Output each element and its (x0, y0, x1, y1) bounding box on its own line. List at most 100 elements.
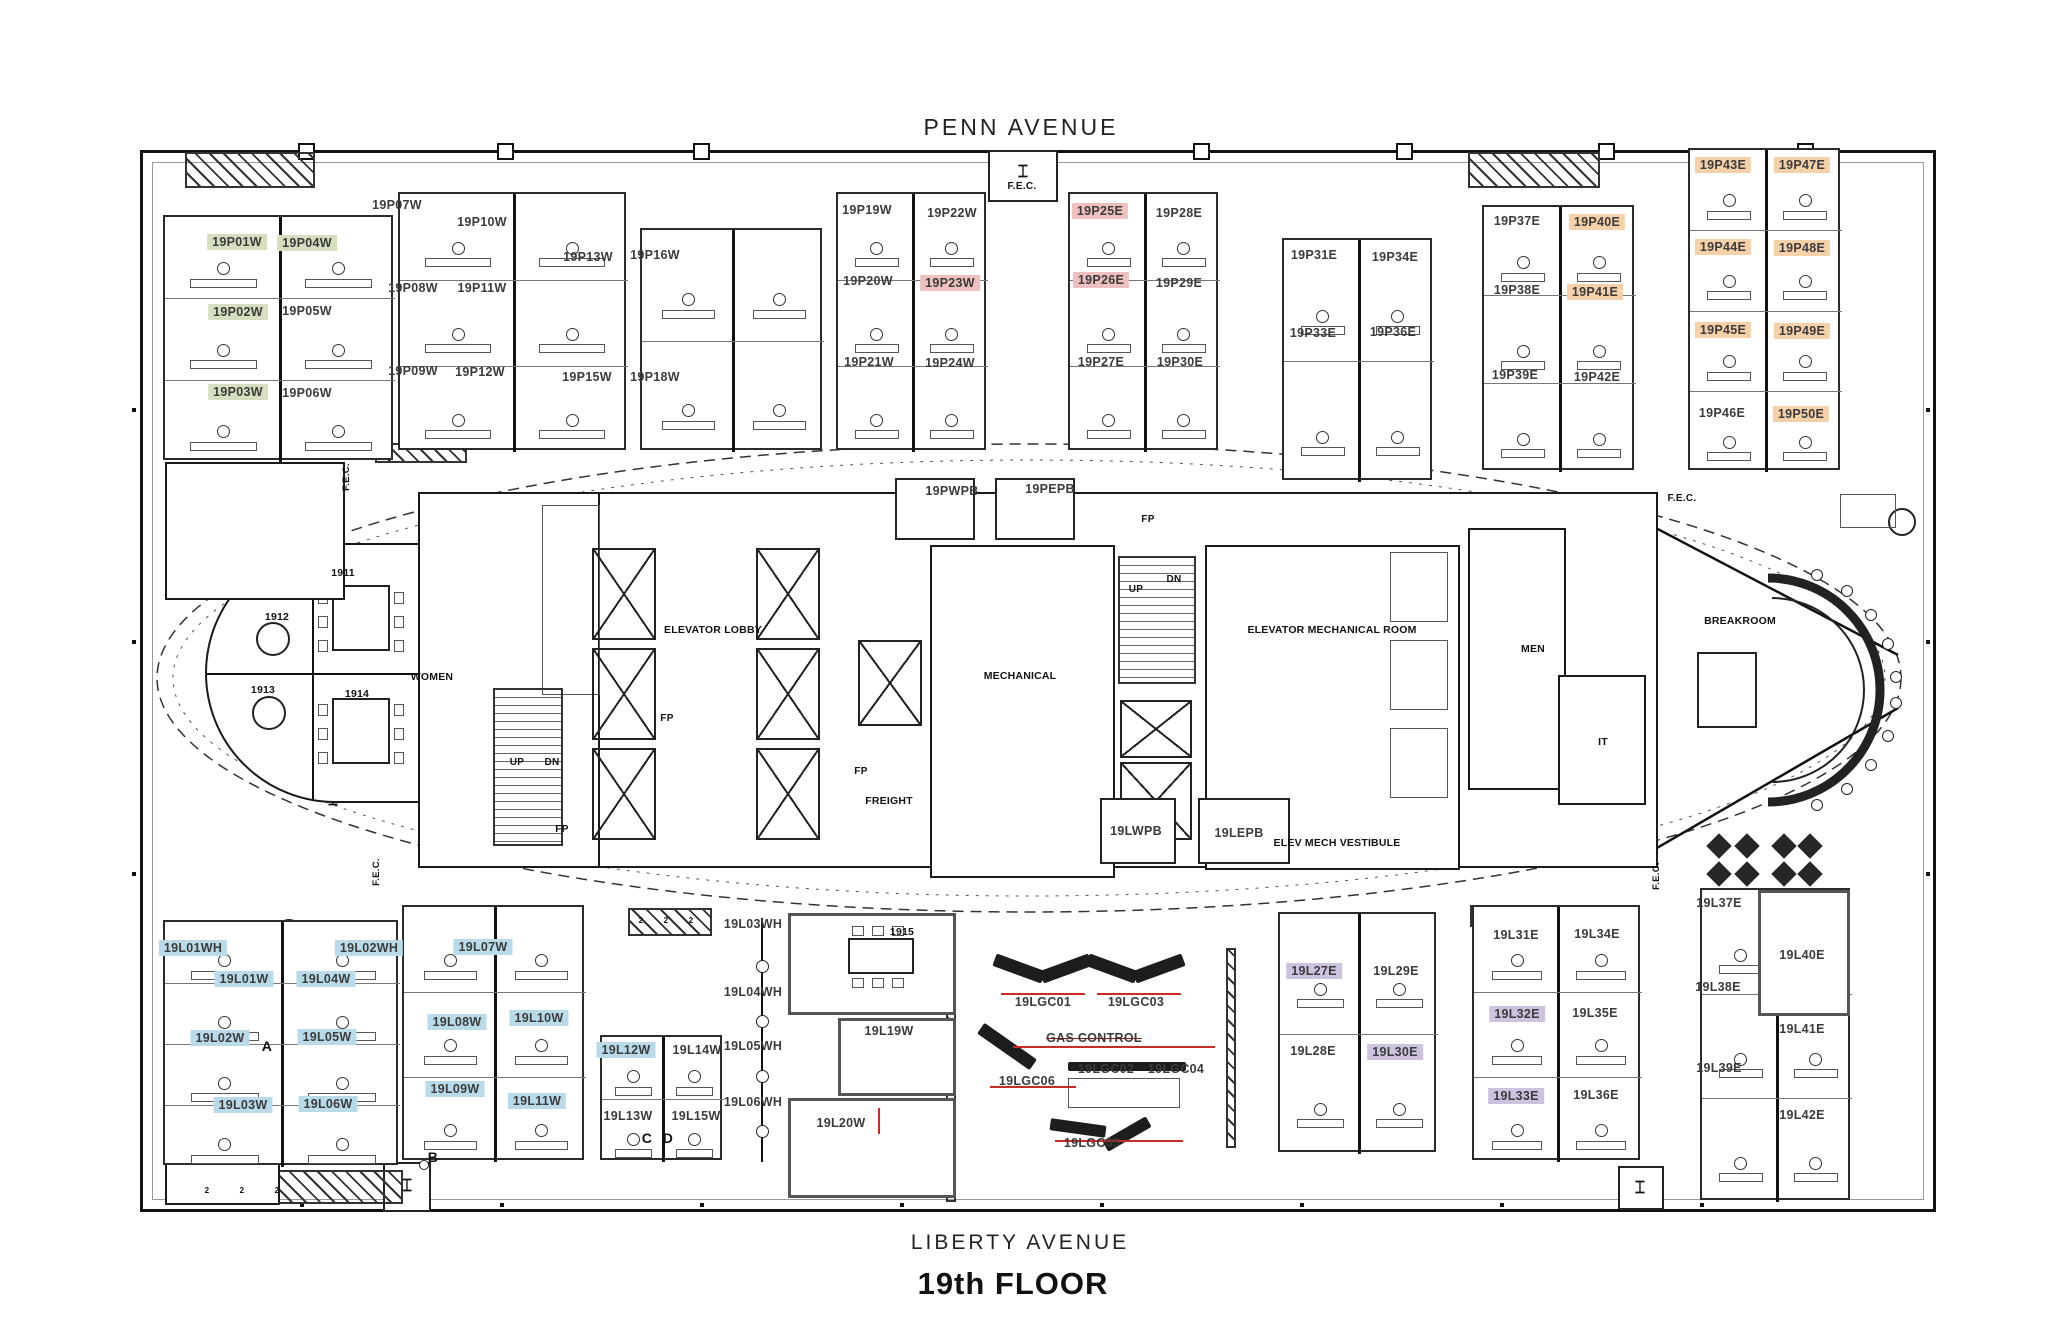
column-tab-side-5 (1926, 872, 1930, 876)
desk-icon (1161, 258, 1206, 268)
cubicle-label: 19L03WH (723, 917, 783, 931)
section-marker-a: A (261, 1038, 273, 1054)
cubicle-label: 19P03W (208, 384, 268, 400)
chair-icon (945, 241, 958, 255)
cluster-row-divider (400, 279, 628, 281)
cluster-row-divider (1284, 360, 1434, 362)
chair-icon (773, 404, 786, 418)
chair-icon (870, 327, 883, 341)
chair-icon (1510, 1124, 1524, 1138)
cubicle-label: 19P34E (1371, 250, 1419, 264)
desk-icon (190, 360, 257, 370)
table-1912 (256, 622, 290, 656)
conf-chair-9 (394, 704, 404, 716)
phone-booth-19lepb (1198, 798, 1290, 864)
cluster-row-divider (642, 340, 824, 342)
conf-chair-2 (318, 640, 328, 652)
column-tab-top-5 (1598, 143, 1615, 160)
chair-icon (218, 1015, 232, 1029)
touchdown-chair-2 (756, 1070, 769, 1083)
cluster-row-divider (1484, 294, 1636, 296)
desk-icon (539, 344, 605, 354)
cluster-spine (1143, 194, 1147, 452)
desk-icon (753, 309, 806, 319)
conf-chair-5 (394, 640, 404, 652)
desk-icon (425, 430, 491, 440)
cubicle-label: 19L02WH (334, 940, 404, 956)
chair-icon (335, 1138, 349, 1152)
desk-icon (1782, 371, 1828, 381)
cubicle-label: 2 (239, 1186, 245, 1195)
chair-icon (1314, 982, 1327, 996)
chair-icon (1516, 256, 1530, 270)
desk-icon (1706, 291, 1752, 301)
chair-icon (1798, 355, 1812, 369)
cubicle-label: 19PEPB (1025, 482, 1075, 496)
cubicle-label: 19L01W (214, 971, 274, 987)
ibeam-column-icon: ⌶ (401, 1176, 413, 1195)
room-label: FP (555, 824, 569, 835)
chair-icon (1594, 954, 1608, 968)
cubicle-label: 19L32E (1489, 1006, 1545, 1022)
chair-icon (1592, 344, 1606, 358)
room-label: 1914 (344, 688, 370, 700)
column-tab-top-1 (497, 143, 514, 160)
cluster-row-divider (1484, 383, 1636, 385)
cubicle-label: 19P36E (1369, 325, 1417, 339)
room-label: UP (509, 757, 525, 768)
cubicle-label: 19L31E (1493, 928, 1539, 942)
column-tab-side-1 (132, 640, 136, 644)
room-label: FP (1141, 514, 1155, 525)
cluster-row-divider (838, 279, 988, 281)
cubicle-label: 19L38E (1695, 980, 1741, 994)
cubicle-label: 19P25E (1071, 203, 1129, 219)
desk-icon (1492, 970, 1542, 980)
touchdown-chair-3 (756, 1125, 769, 1138)
cubicle-label: 19P18W (630, 370, 680, 384)
cubicle-label: 19P46E (1698, 406, 1746, 420)
cluster-row-divider (602, 1099, 724, 1100)
cubicle-cluster-2 (640, 228, 824, 452)
cubicle-label: 19P41E (1566, 284, 1624, 300)
desk-icon (854, 344, 899, 354)
desk-icon (1300, 447, 1345, 457)
elevator-shaft-2 (592, 748, 656, 840)
cubicle-label: 19P39E (1491, 368, 1539, 382)
desk-icon (424, 1055, 477, 1065)
desk-icon (676, 1086, 713, 1096)
chair-icon (1594, 1039, 1608, 1053)
desk-icon (515, 1140, 568, 1150)
cluster-spine (911, 194, 915, 452)
hatch-block-2 (628, 908, 712, 936)
cubicle-label: 19L41E (1779, 1022, 1825, 1036)
cubicle-label: 19P05W (282, 304, 332, 318)
chair-icon (451, 327, 465, 341)
desk-icon (854, 258, 899, 268)
cubicle-label: 19P43E (1694, 157, 1752, 173)
desk-icon (515, 970, 568, 980)
ibeam-column-icon: ⌶ (1017, 162, 1029, 181)
conf-chair-4 (394, 616, 404, 628)
chair-icon (1516, 344, 1530, 358)
room-19l19w (838, 1018, 956, 1096)
chair-icon (1510, 1039, 1524, 1053)
desk-icon (1086, 258, 1131, 268)
gc-bench (1068, 1078, 1180, 1108)
desk-icon (1161, 430, 1206, 440)
chair-icon (1798, 435, 1812, 449)
cubicle-label: 19P07W (372, 198, 422, 212)
chair-icon (444, 1124, 457, 1138)
cubicle-label: 19LGC04 (1147, 1062, 1205, 1076)
cubicle-label: 19L14W (672, 1043, 722, 1057)
chair-icon (870, 241, 883, 255)
cubicle-label: 19L12W (596, 1042, 656, 1058)
cubicle-label: 19P22W (927, 206, 977, 220)
redline-markup-2 (1055, 1140, 1183, 1142)
cubicle-label: 19P26E (1072, 272, 1130, 288)
breakroom-stool-9 (1811, 799, 1823, 811)
chair-icon (1809, 1052, 1822, 1066)
chair-icon (1102, 327, 1115, 341)
cubicle-label: 19LGC02 (1077, 1062, 1135, 1076)
cluster-row-divider (404, 1076, 586, 1078)
entry-bump-top-center (988, 150, 1058, 202)
